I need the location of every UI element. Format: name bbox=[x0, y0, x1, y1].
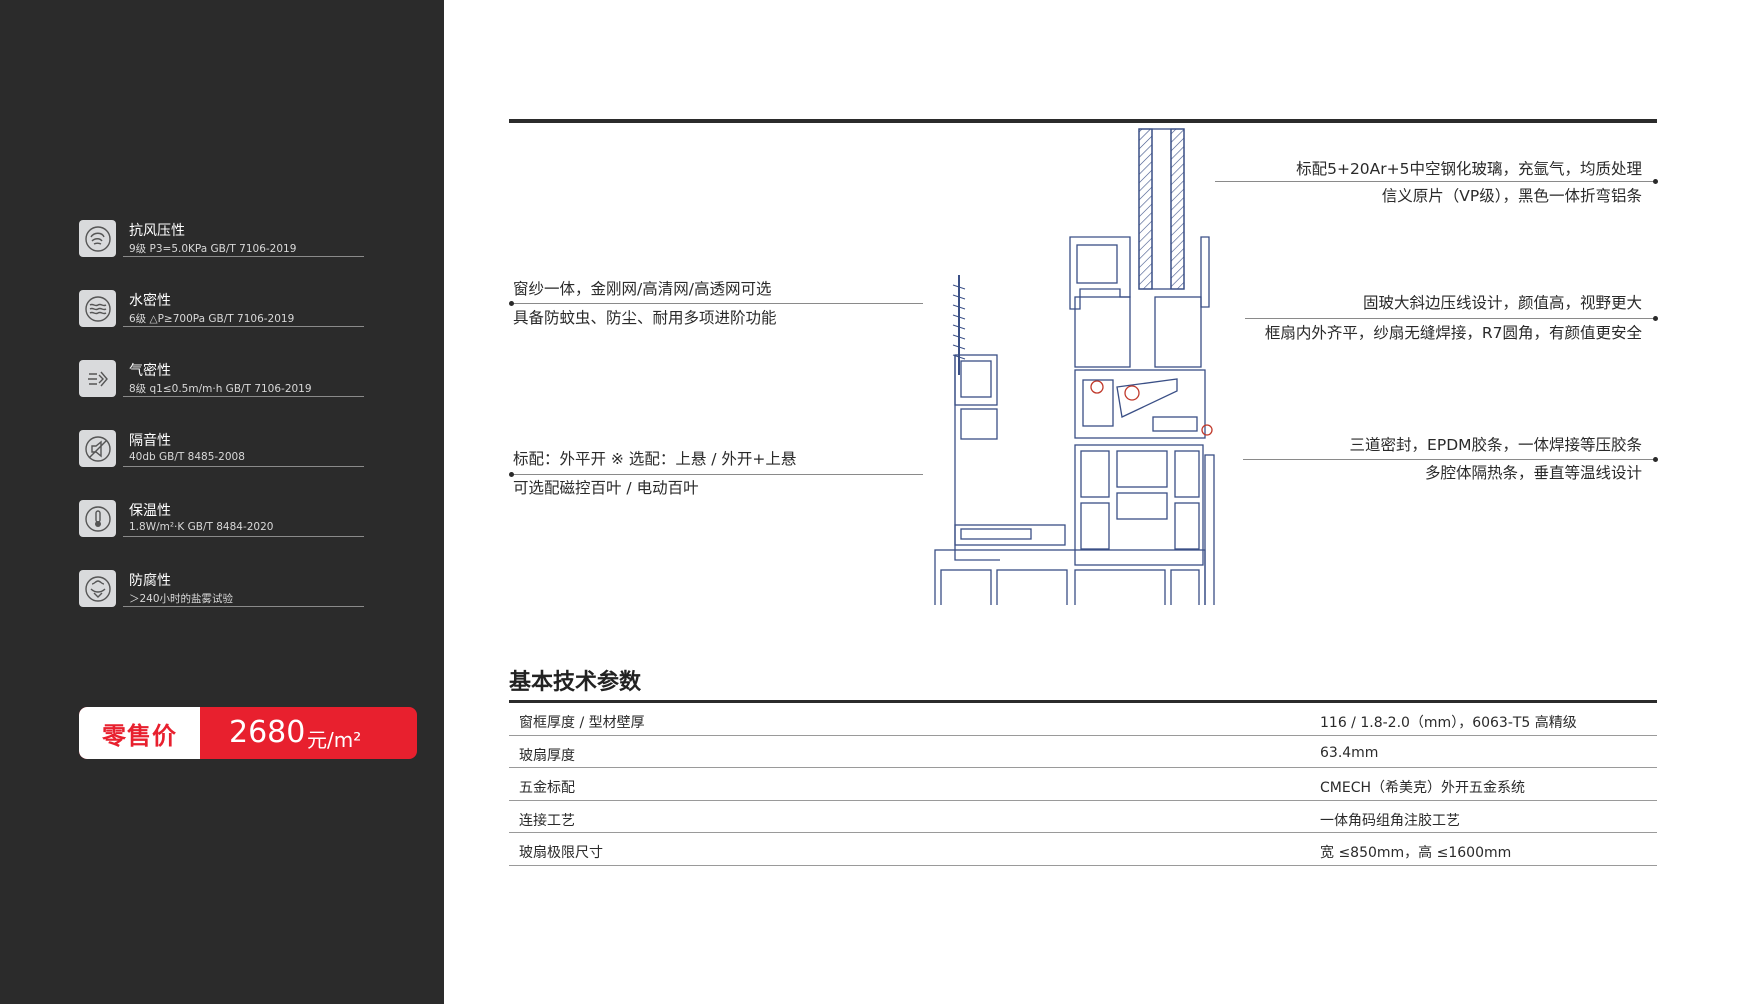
callout-leader bbox=[511, 474, 923, 475]
divider bbox=[123, 536, 364, 537]
spec-key: 玻扇厚度 bbox=[519, 747, 575, 764]
corrosion-shield-icon bbox=[79, 570, 116, 607]
perf-item-thermal-insulation: 保温性 1.8W/m²·K GB/T 8484-2020 bbox=[79, 498, 364, 568]
perf-spec: 6级 △P≥700Pa GB/T 7106-2019 bbox=[129, 313, 295, 325]
divider bbox=[123, 466, 364, 467]
callout-seal-line2: 多腔体隔热条，垂直等温线设计 bbox=[1424, 464, 1642, 482]
spec-value: CMECH（希美克）外开五金系统 bbox=[1320, 780, 1526, 797]
callout-screen-line1: 窗纱一体，金刚网/高清网/高透网可选 bbox=[513, 280, 772, 298]
perf-title: 抗风压性 bbox=[129, 223, 185, 239]
perf-item-air-tightness: 气密性 8级 q1≤0.5m/m·h GB/T 7106-2019 bbox=[79, 358, 364, 428]
callout-seal-line1: 三道密封，EPDM胶条，一体焊接等压胶条 bbox=[1349, 436, 1642, 454]
perf-spec: 1.8W/m²·K GB/T 8484-2020 bbox=[129, 521, 274, 533]
callout-dot bbox=[1653, 316, 1658, 321]
callout-opening-line1: 标配：外平开 ※ 选配：上悬 / 外开+上悬 bbox=[513, 450, 797, 468]
top-rule bbox=[509, 119, 1657, 123]
price-unit: 元/m² bbox=[307, 728, 362, 752]
callout-dot bbox=[1653, 179, 1658, 184]
table-row: 玻扇厚度 63.4mm bbox=[509, 736, 1657, 769]
perf-spec: 9级 P3=5.0KPa GB/T 7106-2019 bbox=[129, 243, 297, 255]
perf-title: 水密性 bbox=[129, 293, 171, 309]
spec-value: 宽 ≤850mm，高 ≤1600mm bbox=[1320, 845, 1512, 862]
callout-glass-line2: 信义原片（VP级），黑色一体折弯铝条 bbox=[1381, 187, 1642, 205]
spec-value: 116 / 1.8-2.0（mm），6063-T5 高精级 bbox=[1320, 715, 1577, 731]
table-row: 五金标配 CMECH（希美克）外开五金系统 bbox=[509, 768, 1657, 801]
table-row: 窗框厚度 / 型材壁厚 116 / 1.8-2.0（mm），6063-T5 高精… bbox=[509, 703, 1657, 736]
callout-dot bbox=[509, 472, 514, 477]
perf-item-water-tightness: 水密性 6级 △P≥700Pa GB/T 7106-2019 bbox=[79, 288, 364, 358]
spec-key: 窗框厚度 / 型材壁厚 bbox=[519, 715, 645, 731]
callout-leader bbox=[1215, 181, 1655, 182]
perf-title: 保温性 bbox=[129, 503, 171, 519]
sidebar: 抗风压性 9级 P3=5.0KPa GB/T 7106-2019 水密性 6级 … bbox=[0, 0, 444, 1004]
table-row: 玻扇极限尺寸 宽 ≤850mm，高 ≤1600mm bbox=[509, 833, 1657, 866]
perf-title: 气密性 bbox=[129, 363, 171, 379]
callout-leader bbox=[511, 303, 923, 304]
table-row: 连接工艺 一体角码组角注胶工艺 bbox=[509, 801, 1657, 834]
perf-item-sound-insulation: 隔音性 40db GB/T 8485-2008 bbox=[79, 428, 364, 498]
price-label: 零售价 bbox=[79, 707, 200, 759]
table-top-rule bbox=[509, 700, 1657, 703]
water-wave-icon bbox=[79, 290, 116, 327]
perf-spec: ＞240小时的盐雾试验 bbox=[129, 593, 234, 605]
performance-list: 抗风压性 9级 P3=5.0KPa GB/T 7106-2019 水密性 6级 … bbox=[79, 218, 364, 638]
callout-leader bbox=[1245, 318, 1655, 319]
callout-screen-line2: 具备防蚊虫、防尘、耐用多项进阶功能 bbox=[513, 309, 777, 327]
callout-glass-line1: 标配5+20Ar+5中空钢化玻璃，充氩气，均质处理 bbox=[1296, 160, 1642, 178]
divider bbox=[123, 326, 364, 327]
air-flow-icon bbox=[79, 360, 116, 397]
spec-key: 连接工艺 bbox=[519, 812, 575, 829]
divider bbox=[123, 606, 364, 607]
spec-table: 窗框厚度 / 型材壁厚 116 / 1.8-2.0（mm），6063-T5 高精… bbox=[509, 703, 1657, 866]
divider bbox=[123, 396, 364, 397]
perf-spec: 40db GB/T 8485-2008 bbox=[129, 451, 245, 463]
callout-dot bbox=[509, 301, 514, 306]
perf-title: 防腐性 bbox=[129, 573, 171, 589]
perf-item-corrosion-resistance: 防腐性 ＞240小时的盐雾试验 bbox=[79, 568, 364, 638]
price-value: 2680 bbox=[229, 715, 306, 750]
perf-spec: 8级 q1≤0.5m/m·h GB/T 7106-2019 bbox=[129, 383, 312, 395]
callout-opening-line2: 可选配磁控百叶 / 电动百叶 bbox=[513, 479, 699, 497]
section-title: 基本技术参数 bbox=[509, 670, 642, 695]
perf-title: 隔音性 bbox=[129, 433, 171, 449]
spec-key: 玻扇极限尺寸 bbox=[519, 845, 603, 862]
price-badge: 零售价 2680 元/m² bbox=[79, 707, 417, 759]
spec-key: 五金标配 bbox=[519, 780, 575, 797]
callout-dot bbox=[1653, 457, 1658, 462]
callout-bevel-line1: 固玻大斜边压线设计，颜值高，视野更大 bbox=[1362, 294, 1642, 312]
window-profile-cross-section bbox=[934, 128, 1215, 605]
sound-mute-icon bbox=[79, 430, 116, 467]
spec-value: 63.4mm bbox=[1320, 744, 1379, 761]
thermometer-icon bbox=[79, 500, 116, 537]
divider bbox=[123, 256, 364, 257]
perf-item-wind-pressure: 抗风压性 9级 P3=5.0KPa GB/T 7106-2019 bbox=[79, 218, 364, 288]
spec-value: 一体角码组角注胶工艺 bbox=[1320, 812, 1460, 829]
wind-swirl-icon bbox=[79, 220, 116, 257]
callout-leader bbox=[1243, 459, 1655, 460]
callout-bevel-line2: 框扇内外齐平，纱扇无缝焊接，R7圆角，有颜值更安全 bbox=[1264, 324, 1642, 342]
